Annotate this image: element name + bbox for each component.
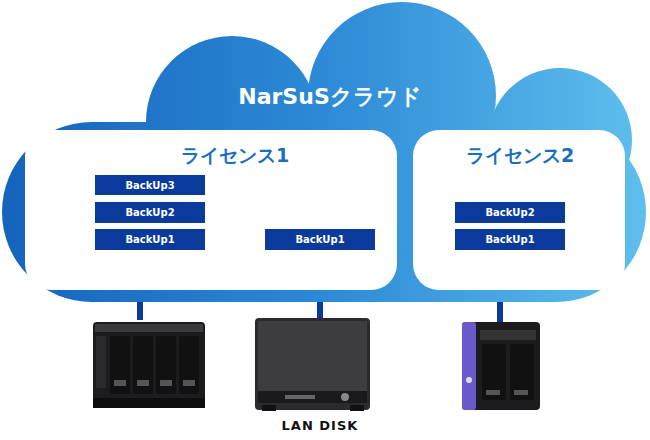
- backup-box: BackUp1: [95, 229, 205, 250]
- product-name: LAN DISK: [282, 418, 359, 433]
- nas-4bay: [93, 322, 205, 408]
- backup-label: BackUp2: [125, 207, 174, 218]
- backup-label: BackUp2: [485, 207, 534, 218]
- backup-box: BackUp3: [95, 175, 205, 195]
- nas-lan-disk: [255, 318, 370, 411]
- backup-label: BackUp3: [125, 180, 174, 191]
- license-heading: ライセンス2: [466, 143, 574, 169]
- backup-box: BackUp1: [265, 229, 375, 250]
- backup-label: BackUp1: [125, 234, 174, 245]
- nas-2bay: [462, 322, 540, 410]
- cloud-title: NarSuSクラウド: [238, 82, 421, 112]
- backup-label: BackUp1: [485, 234, 534, 245]
- license-panel: ライセンス1BackUp3BackUp2BackUp1 BackUp1: [25, 130, 397, 290]
- backup-label: BackUp1: [295, 234, 344, 245]
- license-panel: ライセンス2BackUp2BackUp1: [413, 130, 625, 290]
- backup-box: BackUp1: [455, 229, 565, 250]
- cloud-region: NarSuSクラウドライセンス1BackUp3BackUp2BackUp1 Bac…: [0, 0, 650, 310]
- backup-box: BackUp2: [455, 202, 565, 223]
- backup-box: BackUp2: [95, 202, 205, 223]
- license-heading: ライセンス1: [181, 143, 289, 169]
